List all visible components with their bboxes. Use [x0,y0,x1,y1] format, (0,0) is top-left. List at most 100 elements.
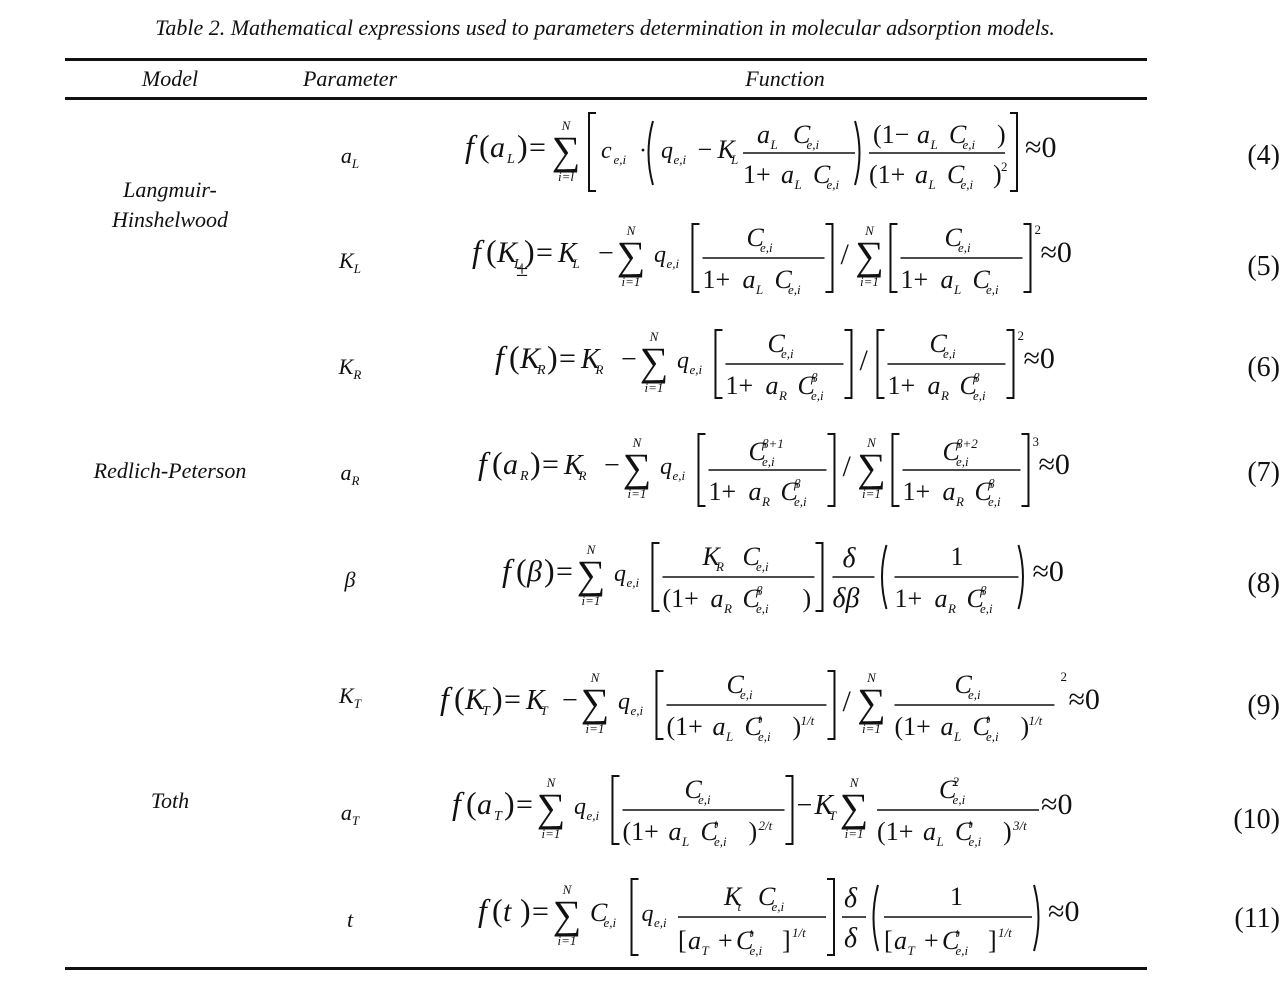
subscript: e,i [788,282,801,297]
open-paren: ( [486,233,497,269]
subscript: L [953,729,961,744]
subscript: L [930,137,938,152]
subscript: e,i [961,177,974,192]
open-paren: ( [479,128,490,164]
summation-symbol: ∑ [857,680,886,725]
function-symbol: f [495,339,508,375]
subscript: e,i [956,454,969,469]
inner-right-bracket: ] [988,926,997,955]
sum-lower-limit: i=1 [542,826,561,841]
variable: q [654,242,666,268]
exponent: 1/t [1028,713,1042,728]
numerator-one: 1 [950,882,963,911]
left-parenthesis [872,884,879,952]
open-paren: ( [516,552,527,588]
subscript: e,i [758,729,771,744]
subscript: L [725,729,733,744]
parameter-symbol: a [340,460,352,485]
division-slash: / [840,238,849,271]
approximately-zero: ≈0 [1038,448,1069,481]
sum-upper-limit: N [626,223,637,238]
superscript: β [972,370,980,385]
exponent: 2 [1060,669,1067,684]
open-paren: ( [509,339,520,375]
right-square-bracket [825,223,834,293]
function-symbol: f [478,445,491,481]
variable: C [742,584,760,613]
variable: K [723,882,743,911]
right-square-bracket [815,542,824,612]
variable: C [700,817,718,846]
exponent: 3/t [1012,818,1027,833]
argument-subscript: L [513,257,522,272]
table-caption: Table 2. Mathematical expressions used t… [155,15,1055,40]
left-square-bracket [891,433,900,507]
plus-sign: + [718,926,733,955]
superscript: β+1 [761,436,784,451]
right-square-bracket [1023,223,1032,293]
left-square-bracket [889,223,898,293]
subscript: e,i [626,575,639,590]
sum-lower-limit: i=1 [628,486,647,501]
open-paren: ( [454,680,465,716]
variable: C [758,882,776,911]
close-paren: ) [802,584,811,613]
close-paren: ) [748,817,757,846]
function-symbol: f [472,233,485,269]
subscript: e,i [714,834,727,849]
header-parameter: Parameter [302,66,398,91]
equals-sign: = [556,555,573,588]
exponent: 2/t [758,818,772,833]
close-paren: ) [993,160,1002,189]
minus-sign: − [796,790,812,821]
variable: a [710,584,723,613]
right-parenthesis [854,120,861,186]
variable: a [781,160,794,189]
variable: a [915,160,928,189]
function-argument: K [464,683,487,716]
equals-sign: = [529,131,546,164]
exponent: 1/t [792,925,806,940]
variable: q [614,561,626,587]
parameter-symbol: K [339,248,354,273]
approximately-zero: ≈0 [1068,683,1099,716]
right-square-bracket [827,433,836,507]
function-argument: a [477,788,492,821]
left-square-bracket [655,670,664,740]
variable: K [813,790,834,821]
variable: C [974,477,992,506]
superscript: β [793,476,801,491]
variable: a [917,120,930,149]
subscript: L [755,282,763,297]
variable: C [972,265,990,294]
subscript: e,i [969,834,982,849]
left-square-bracket [714,329,723,399]
equals-sign: = [542,448,559,481]
subscript: e,i [604,915,617,930]
approximately-zero: ≈0 [1032,555,1063,588]
exponent: 3 [1032,434,1039,449]
sum-lower-limit: i=l [558,169,574,184]
subscript: T [541,703,549,718]
parameter-symbol: β [344,567,356,592]
variable: C [767,329,785,358]
superscript: t [986,711,990,726]
subscript: e,i [760,240,773,255]
denominator-term: (1+ [662,584,698,613]
subscript: e,i [750,943,763,958]
left-parenthesis [647,120,654,186]
sum-lower-limit: i=1 [860,274,879,289]
variable: a [942,477,955,506]
subscript: L [953,282,961,297]
superscript: t [714,816,718,831]
summation-symbol: ∑ [581,680,610,725]
open-paren: ( [492,892,503,928]
right-square-bracket [827,878,835,956]
close-paren: ) [547,339,558,375]
variable: C [954,670,972,699]
subscript: T [702,943,710,958]
